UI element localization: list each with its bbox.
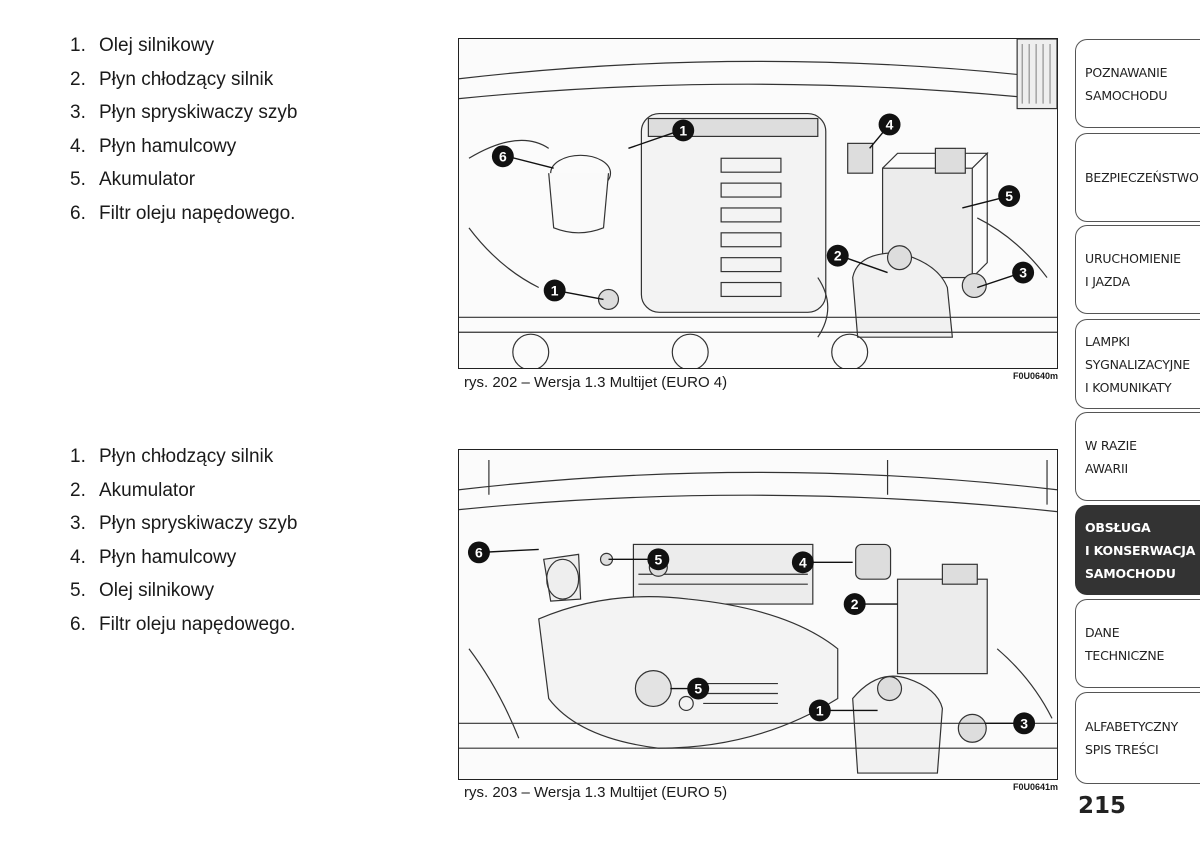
list-item: 2.Akumulator (70, 479, 196, 501)
figure-caption: rys. 202 – Wersja 1.3 Multijet (EURO 4) (464, 374, 728, 391)
callout-label: 4 (886, 116, 894, 132)
callout-label: 4 (799, 554, 807, 570)
tab-label: I KOMUNIKATY (1085, 379, 1172, 395)
list-item: 6.Filtr oleju napędowego. (70, 613, 296, 635)
callout-label: 2 (851, 596, 859, 612)
page-number: 215 (1078, 793, 1127, 819)
tab-label: BEZPIECZEŃSTWO (1085, 170, 1199, 185)
engine-bay-illustration-euro4: 1 4 6 5 2 3 1 (458, 38, 1058, 369)
figure-caption: rys. 203 – Wersja 1.3 Multijet (EURO 5) (464, 784, 728, 801)
tab-label: ALFABETYCZNY (1085, 719, 1179, 734)
tab-alfabetyczny-spis-tresci[interactable]: ALFABETYCZNY SPIS TREŚCI (1075, 692, 1200, 784)
tab-label: SAMOCHODU (1085, 87, 1168, 103)
tab-label: OBSŁUGA (1085, 519, 1151, 535)
tab-bezpieczenstwo[interactable]: BEZPIECZEŃSTWO (1075, 133, 1200, 222)
callout-label: 6 (499, 148, 507, 164)
list-item: 5.Akumulator (70, 169, 196, 190)
tab-uruchomienie-i-jazda[interactable]: URUCHOMIENIE I JAZDA (1075, 225, 1200, 314)
callout-label: 5 (694, 681, 702, 697)
list-item: 3.Płyn spryskiwaczy szyb (70, 102, 298, 123)
callout-label: 5 (1005, 188, 1013, 204)
list-item: 1.Płyn chłodzący silnik (70, 446, 274, 467)
tab-label: W RAZIE (1085, 437, 1137, 453)
tab-label: POZNAWANIE (1085, 64, 1168, 80)
callout-label: 1 (551, 282, 559, 298)
tab-label: SYGNALIZACYJNE (1085, 356, 1190, 372)
list-item: 2.Płyn chłodzący silnik (70, 68, 274, 90)
list-item: 5.Olej silnikowy (70, 580, 215, 601)
engine-drawing: 6 5 4 2 5 1 3 (459, 459, 1057, 774)
callout-label: 5 (654, 551, 662, 567)
list-item: 4.Płyn hamulcowy (70, 135, 237, 157)
tab-label: LAMPKI (1085, 333, 1130, 349)
list-item: 3.Płyn spryskiwaczy szyb (70, 513, 298, 534)
list-item: 4.Płyn hamulcowy (70, 546, 237, 568)
engine-drawing: 1 4 6 5 2 3 1 (459, 39, 1057, 368)
tab-label: AWARII (1085, 460, 1128, 476)
figure-code: F0U0641m (1012, 782, 1058, 792)
tab-w-razie-awarii[interactable]: W RAZIE AWARII (1075, 412, 1200, 501)
tab-obsluga-i-konserwacja[interactable]: OBSŁUGA I KONSERWACJA SAMOCHODU (1075, 505, 1200, 595)
tab-label: SAMOCHODU (1085, 565, 1176, 581)
tab-dane-techniczne[interactable]: DANE TECHNICZNE (1075, 599, 1200, 688)
tab-poznawanie-samochodu[interactable]: POZNAWANIE SAMOCHODU (1075, 39, 1200, 128)
fluids-list-euro5: 1.Płyn chłodzący silnik 2.Akumulator 3.P… (70, 440, 298, 641)
fluids-list-euro4: 1.Olej silnikowy 2.Płyn chłodzący silnik… (70, 29, 298, 230)
tab-lampki-sygnalizacyjne[interactable]: LAMPKI SYGNALIZACYJNE I KOMUNIKATY (1075, 319, 1200, 409)
list-item: 1.Olej silnikowy (70, 35, 215, 56)
tab-label: URUCHOMIENIE (1085, 250, 1181, 266)
callout-label: 1 (816, 702, 824, 718)
tab-label: I JAZDA (1085, 273, 1130, 289)
callout-label: 3 (1019, 265, 1027, 281)
engine-bay-illustration-euro5: 6 5 4 2 5 1 3 (458, 449, 1058, 780)
callout-label: 1 (679, 122, 687, 138)
tab-label: SPIS TREŚCI (1085, 742, 1159, 757)
tab-label: I KONSERWACJA (1085, 542, 1196, 558)
callout-label: 6 (475, 544, 483, 560)
callout-label: 2 (834, 248, 842, 264)
tab-label: DANE (1085, 624, 1120, 640)
list-item: 6.Filtr oleju napędowego. (70, 202, 296, 224)
callout-label: 3 (1020, 715, 1028, 731)
tab-label: TECHNICZNE (1085, 647, 1165, 663)
figure-code: F0U0640m (1012, 371, 1058, 381)
